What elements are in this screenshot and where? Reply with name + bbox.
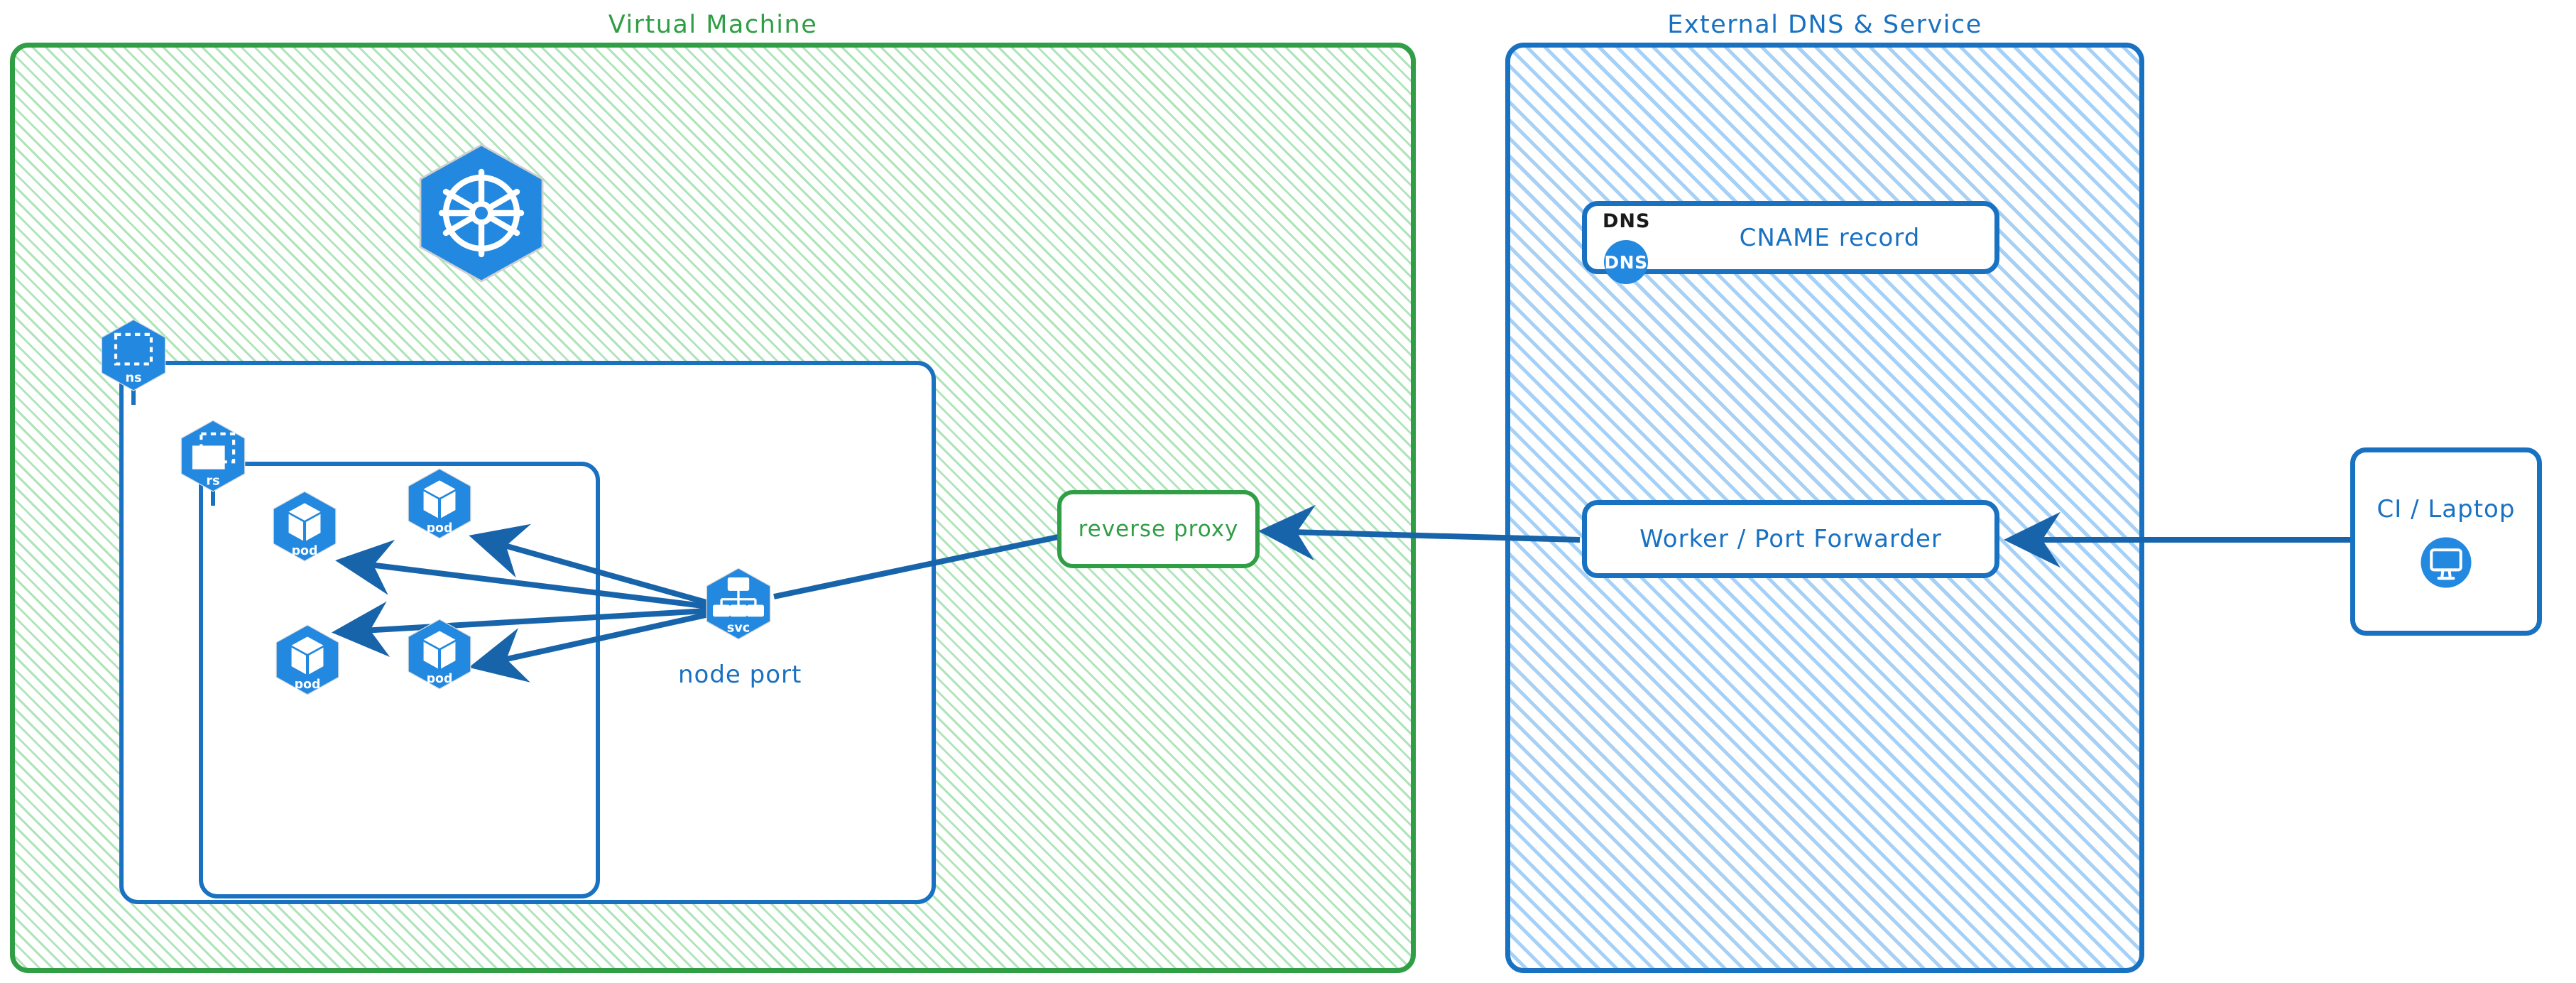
kubernetes-logo (410, 142, 552, 284)
connector-worker-to-reverse-proxy (1258, 504, 1581, 561)
ci-laptop-label: CI / Laptop (2376, 495, 2516, 523)
connector-reverse-proxy-to-service (773, 533, 1062, 599)
replicaset-container (199, 462, 600, 898)
dns-badge-icon: DNS (1604, 240, 1648, 284)
node-port-caption: node port (678, 661, 802, 689)
group-external-title: External DNS & Service (1667, 11, 1982, 39)
reverse-proxy-label: reverse proxy (1078, 516, 1239, 542)
connector-svc-to-pod-4 (469, 607, 732, 683)
dns-cname-card[interactable]: DNS DNS CNAME record (1582, 201, 1999, 284)
pod-icon-2: pod (403, 467, 476, 540)
worker-port-forwarder-label: Worker / Port Forwarder (1639, 525, 1942, 553)
desktop-monitor-icon (2420, 536, 2472, 589)
replicaset-icon: rs (176, 419, 250, 493)
pod-icon-4: pod (403, 618, 476, 690)
svg-text:pod: pod (427, 672, 453, 686)
pod-icon-1: pod (268, 490, 341, 563)
worker-port-forwarder-box[interactable]: Worker / Port Forwarder (1582, 500, 1999, 578)
svg-text:rs: rs (206, 474, 219, 489)
cname-record-label: CNAME record (1739, 223, 1921, 252)
svg-text:pod: pod (427, 521, 453, 536)
group-external-dns-service: External DNS & Service (1505, 11, 2144, 973)
ci-laptop-box[interactable]: CI / Laptop (2350, 447, 2542, 636)
namespace-icon: ns (97, 318, 170, 392)
reverse-proxy-box[interactable]: reverse proxy (1057, 490, 1260, 568)
svg-text:svc: svc (727, 621, 751, 636)
pod-icon-3: pod (271, 624, 344, 696)
group-virtual-machine-title: Virtual Machine (608, 11, 818, 39)
connector-svc-to-pod-1 (335, 539, 732, 612)
svg-text:pod: pod (295, 678, 321, 692)
service-icon: svc (702, 567, 775, 641)
connector-svc-to-pod-3 (332, 601, 732, 657)
connector-svc-to-pod-2 (469, 523, 733, 612)
dns-card-tag: DNS (1603, 210, 1651, 232)
svg-text:pod: pod (292, 544, 318, 558)
svg-text:ns: ns (125, 371, 141, 385)
